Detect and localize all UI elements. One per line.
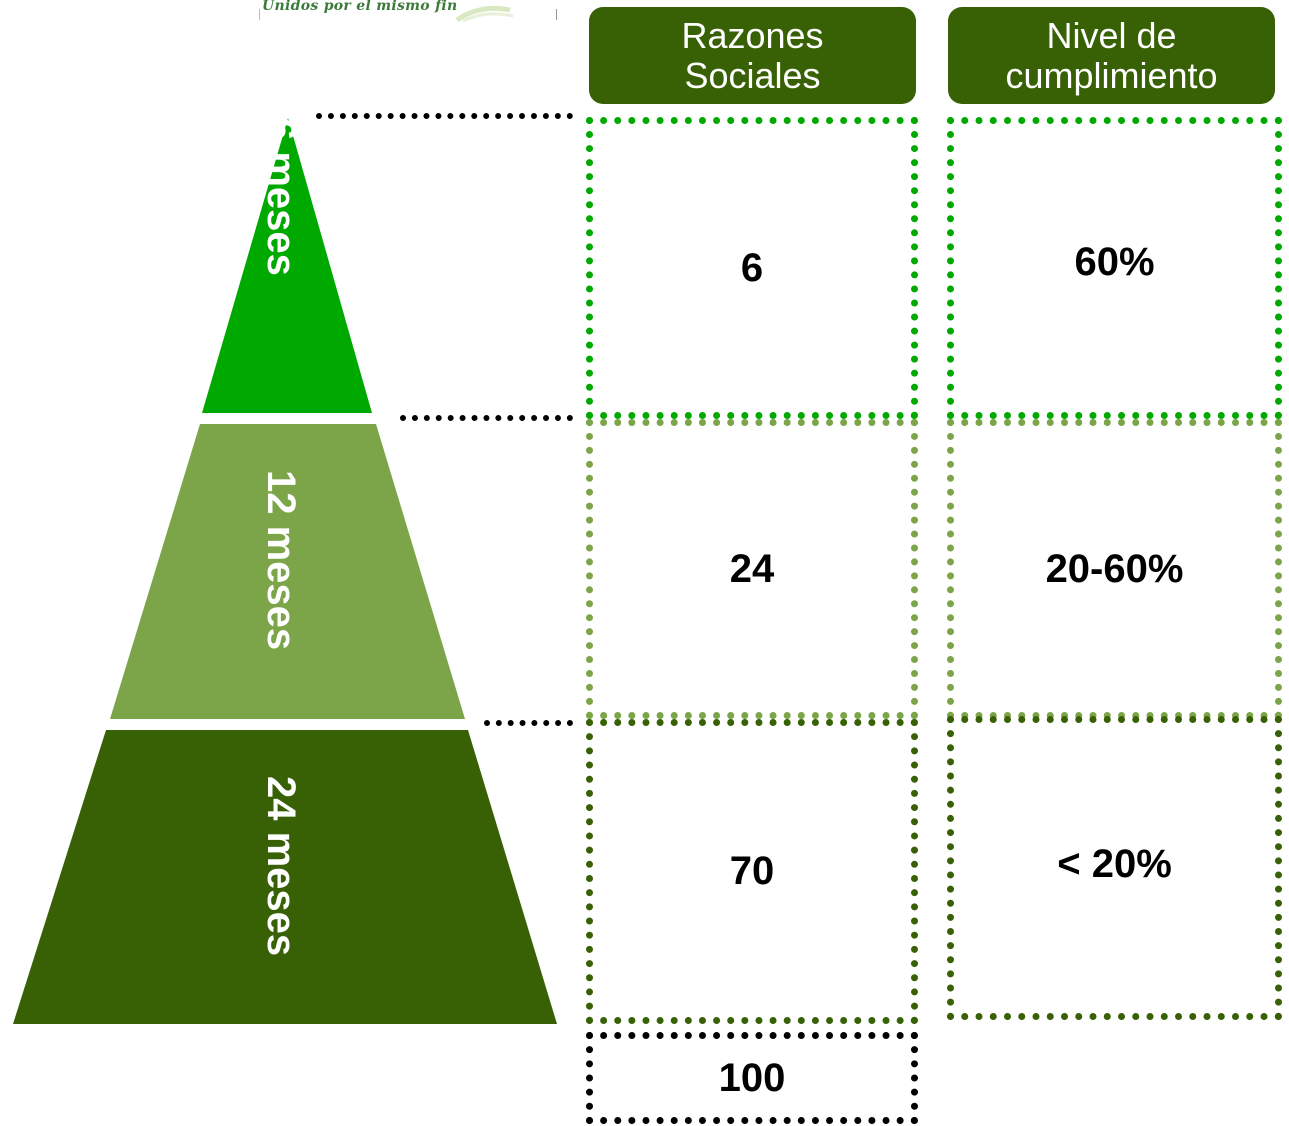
- pyramid: 6 meses 12 meses 24 meses: [13, 118, 557, 1024]
- razones-box-12-meses: 24: [586, 419, 918, 719]
- nivel-box-24-meses: < 20%: [947, 716, 1282, 1020]
- logo-tagline: Unidos por el mismo fin: [262, 0, 458, 14]
- razones-box-6-meses: 6: [586, 117, 918, 419]
- nivel-value: < 20%: [1057, 841, 1172, 886]
- tier-label-24-meses: 24 meses: [259, 776, 303, 956]
- guide-line-top: [316, 113, 573, 119]
- nivel-value: 20-60%: [1045, 546, 1184, 591]
- guide-line-mid: [400, 415, 573, 421]
- logo-swoosh-icon: [455, 5, 514, 22]
- header-nivel-label: Nivel de cumplimiento: [1005, 14, 1218, 96]
- razones-value: 6: [740, 245, 764, 290]
- logo-edge: [259, 9, 260, 20]
- nivel-box-6-meses: 60%: [947, 117, 1282, 419]
- razones-total-value: 100: [718, 1055, 786, 1100]
- tier-label-6-meses: 6 meses: [259, 118, 303, 276]
- nivel-box-12-meses: 20-60%: [947, 419, 1282, 719]
- tier-label-12-meses: 12 meses: [259, 470, 303, 650]
- header-nivel-cumplimiento: Nivel de cumplimiento: [948, 7, 1275, 104]
- razones-value: 24: [729, 546, 775, 591]
- logo-edge-right: [556, 9, 557, 20]
- razones-box-24-meses: 70: [586, 719, 918, 1024]
- pyramid-tier-24-meses: [13, 730, 557, 1024]
- nivel-value: 60%: [1074, 239, 1155, 284]
- razones-total-box: 100: [586, 1032, 918, 1124]
- pyramid-tier-12-meses: [110, 424, 465, 719]
- header-razones-label: Razones Sociales: [681, 14, 824, 96]
- pyramid-tier-6-meses: [202, 118, 372, 413]
- header-razones-sociales: Razones Sociales: [589, 7, 916, 104]
- guide-line-low: [484, 720, 573, 726]
- razones-value: 70: [729, 849, 775, 893]
